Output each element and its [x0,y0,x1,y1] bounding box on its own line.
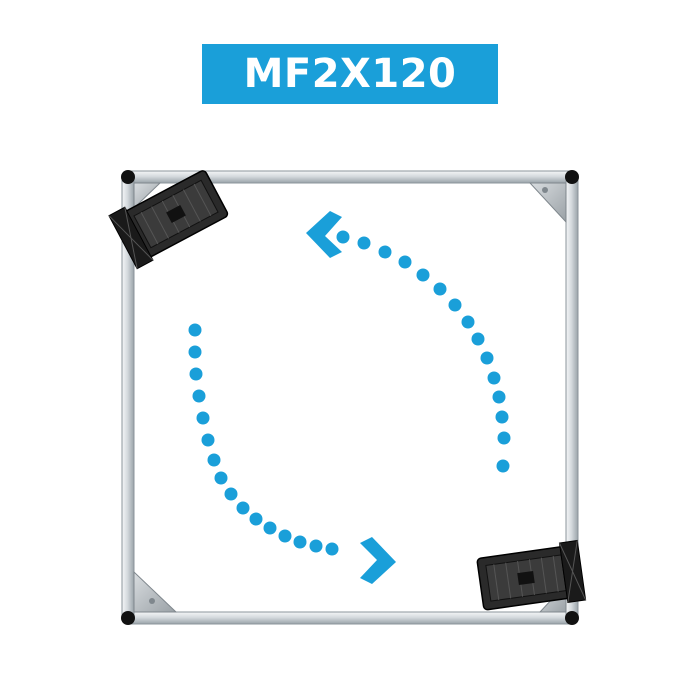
arrow-dot [461,315,475,329]
arrow-dot [236,501,250,515]
arrow-dot [188,323,202,337]
product-title: MF2X120 [243,51,457,97]
arrow-dot [214,471,228,485]
arrow-dot [433,282,447,296]
corner-joints [121,170,579,625]
arrow-dot [224,487,238,501]
arrow-dot [309,539,323,553]
arrow-dot [201,433,215,447]
arrow-dot [497,431,511,445]
corner-joint-icon [565,611,579,625]
corner-joint-icon [565,170,579,184]
arrow-head-left-icon [306,211,342,258]
arrow-dot [249,512,263,526]
arrow-dot [471,332,485,346]
corner-plate-top-left [133,182,162,210]
arrow-dot [495,410,509,424]
arrow-dot [196,411,210,425]
arrow-head-right-icon [360,537,396,584]
arrow-dot [336,230,350,244]
arrow-dot [207,453,221,467]
circular-arrows-icon [188,211,511,584]
arrow-dot [378,245,392,259]
arrow-dot [188,345,202,359]
arrow-dot [189,367,203,381]
arrow-dot [357,236,371,250]
moving-head-fixture-icon [108,170,229,270]
arrow-dot [492,390,506,404]
moving-head-fixture-icon [476,539,587,611]
frame-tube-bottom [127,611,575,625]
arrow-dot [293,535,307,549]
arrow-dot [325,542,339,556]
title-banner: MF2X120 [202,44,498,104]
arrow-dot [448,298,462,312]
arrow-dot [192,389,206,403]
arrow-dot [480,351,494,365]
arrow-dot [263,521,277,535]
arrow-dot [487,371,501,385]
corner-plate-top-right [528,182,567,224]
arrow-dot [278,529,292,543]
arrow-dot [398,255,412,269]
corner-joint-icon [121,170,135,184]
corner-plate-bottom-left [133,570,178,613]
arrow-dot [496,459,510,473]
corner-joint-icon [121,611,135,625]
arrow-dot [416,268,430,282]
